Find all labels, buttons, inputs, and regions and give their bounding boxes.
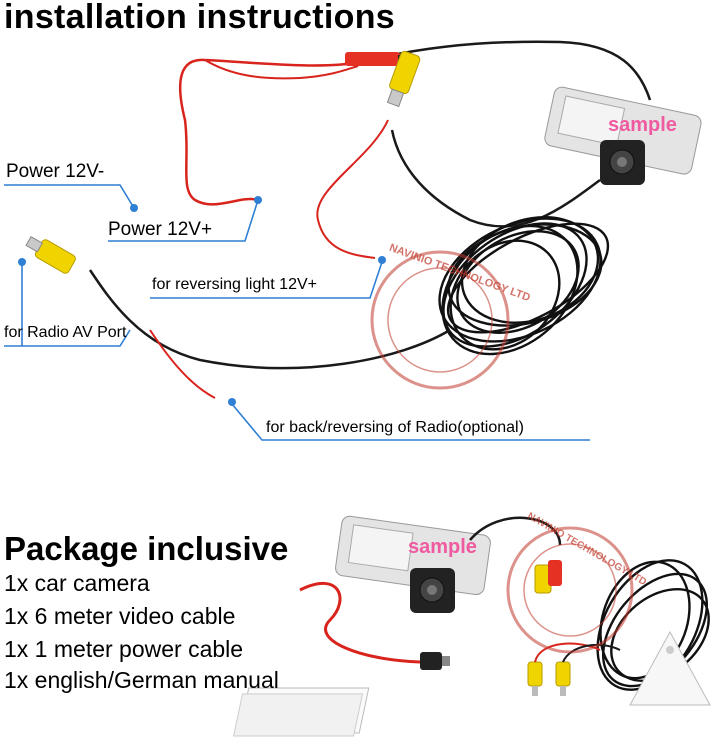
watermark-sample: sample bbox=[608, 114, 677, 136]
package-item: 1x 1 meter power cable bbox=[4, 636, 244, 662]
tag-icon bbox=[629, 630, 711, 706]
label-radio-av: for Radio AV Port bbox=[4, 324, 127, 341]
camera-icon bbox=[335, 515, 491, 613]
stamp-icon bbox=[370, 250, 510, 390]
manual-icon bbox=[232, 687, 370, 737]
cable-coil bbox=[596, 559, 710, 691]
watermark-sample: sample bbox=[408, 536, 477, 558]
package-item: 1x 6 meter video cable bbox=[4, 603, 236, 629]
page-title: installation instructions bbox=[4, 0, 395, 36]
power-plug-icon bbox=[420, 652, 450, 670]
package-item: 1x english/German manual bbox=[4, 667, 279, 693]
label-power-minus: Power 12V- bbox=[6, 161, 105, 182]
label-power-plus: Power 12V+ bbox=[108, 219, 213, 240]
rca-plug-icon bbox=[534, 560, 562, 594]
red-power-wire bbox=[178, 58, 361, 206]
rca-plug-icon bbox=[25, 235, 76, 274]
label-back-reversing: for back/reversing of Radio(optional) bbox=[266, 419, 524, 436]
rca-plug-icon bbox=[527, 661, 571, 696]
package-item: 1x car camera bbox=[4, 570, 150, 596]
package-title: Package inclusive bbox=[4, 530, 289, 567]
label-reversing-light: for reversing light 12V+ bbox=[152, 276, 317, 293]
camera-icon bbox=[544, 86, 702, 185]
stamp-icon bbox=[506, 526, 634, 654]
red-connector bbox=[345, 52, 400, 66]
rca-plug-icon bbox=[386, 50, 421, 108]
cable-coil bbox=[438, 216, 610, 356]
